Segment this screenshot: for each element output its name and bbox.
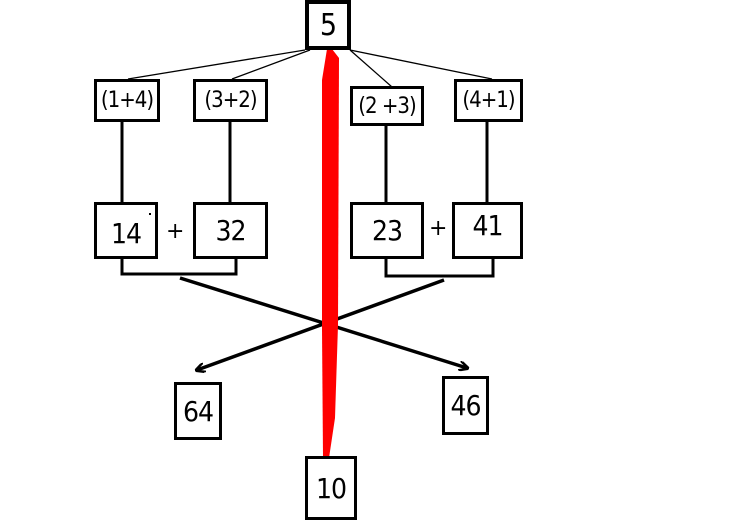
vertical-connectors [120,121,489,202]
fan-line-1 [127,49,306,80]
expression-label-4: (4+1) [462,88,515,113]
fan-line-2 [231,49,311,80]
root-fan-lines [127,49,493,88]
result-box-center: 10 [305,456,357,520]
arrow-to-left-result [197,278,445,370]
left-pair-bracket [120,256,238,276]
root-label: 5 [319,7,337,43]
result-label-center: 10 [315,471,347,505]
number-box-4: 41 [452,202,523,259]
root-box: 5 [305,0,351,50]
expression-box-4: (4+1) [454,79,523,122]
stray-dot [149,213,151,215]
right-pair-bracket [384,256,495,278]
number-label-1: 14 [110,217,142,250]
number-label-3: 23 [371,214,403,247]
pair-brackets [120,256,495,278]
number-box-1: 14 [94,202,158,259]
result-label-right: 46 [450,389,481,422]
number-label-4: 41 [472,209,503,242]
result-box-right: 46 [442,376,489,435]
expression-box-2: (3+2) [193,79,268,122]
expression-label-3: (2 +3) [358,93,416,119]
expression-label-2: (3+2) [204,88,257,113]
number-box-3: 23 [350,202,424,259]
left-plus-sign: + [166,219,185,244]
expression-label-1: (1+4) [100,88,154,113]
expression-box-1: (1+4) [94,79,160,122]
expression-box-3: (2 +3) [350,86,424,126]
result-label-left: 64 [182,394,214,428]
fan-line-4 [349,49,493,80]
number-label-2: 32 [215,214,246,247]
number-box-2: 32 [193,202,268,259]
right-plus-sign: + [429,216,448,241]
red-highlight-stroke [322,49,339,458]
result-box-left: 64 [174,382,222,440]
fan-line-3 [349,49,393,88]
